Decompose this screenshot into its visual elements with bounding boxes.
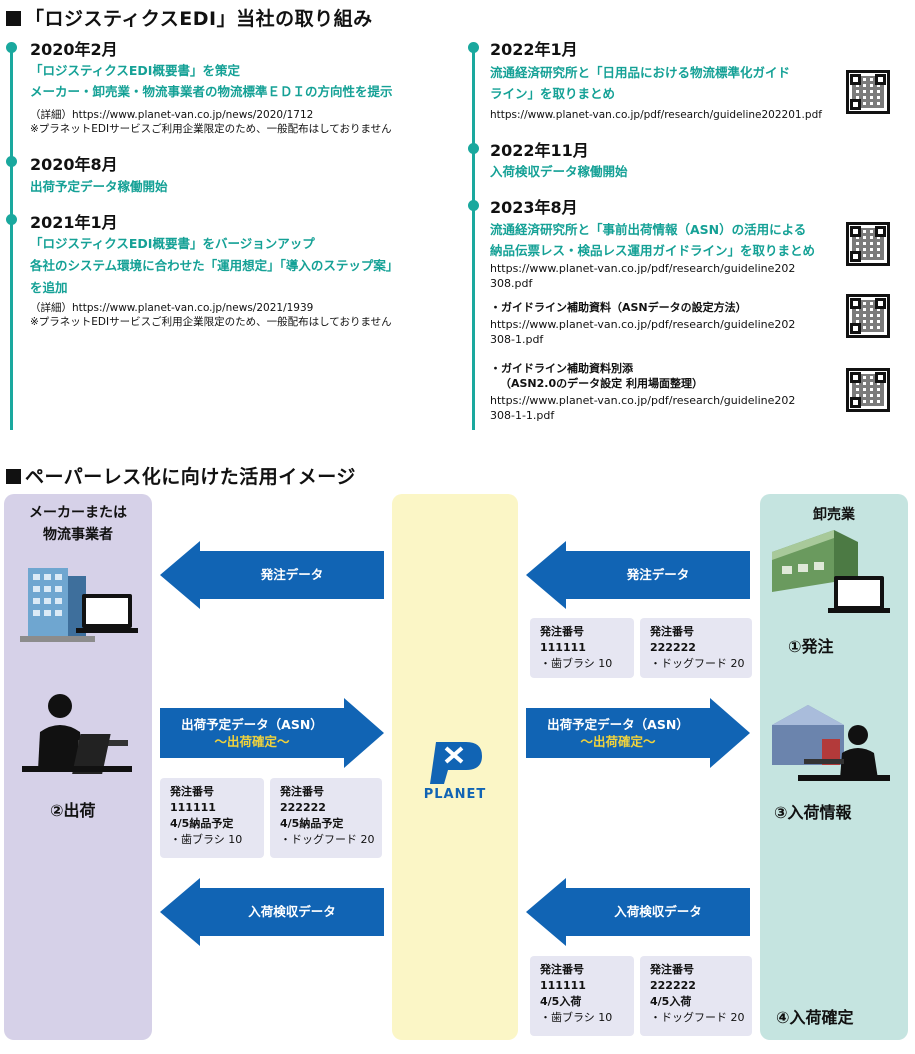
timeline-text: 納品伝票レス・検品レス運用ガイドライン」を取りまとめ [490, 243, 816, 258]
guideline-url: 308.pdf [490, 277, 533, 290]
asn-card: 発注番号 111111 4/5納品予定 ・歯ブラシ 10 [160, 778, 264, 858]
qr-code-icon [846, 368, 890, 412]
detail-url: （詳細）https://www.planet-van.co.jp/news/20… [30, 109, 314, 121]
stage-receive-confirm: ④入荷確定 [776, 1008, 854, 1027]
arrow-asn-right-label: 出荷予定データ（ASN） ～出荷確定～ [547, 717, 689, 749]
stage-ship: ②出荷 [50, 801, 96, 820]
timeline-text: 流通経済研究所と「日用品における物流標準化ガイド [490, 65, 791, 80]
timeline-text: 「ロジスティクスEDI概要書」をバージョンアップ [30, 236, 315, 251]
square-bullet-icon [6, 469, 21, 484]
timeline-text: を追加 [30, 280, 68, 295]
arrow-order-right-label: 発注データ [626, 567, 690, 582]
qr-code-icon [846, 70, 890, 114]
supplement-title: （ASN2.0のデータ設定 利用場面整理） [500, 377, 703, 390]
guideline-url: https://www.planet-van.co.jp/pdf/researc… [490, 109, 822, 121]
timeline-text: 流通経済研究所と「事前出荷情報（ASN）の活用による [490, 222, 807, 237]
timeline-dot [6, 156, 17, 167]
timeline-dot [468, 42, 479, 53]
timeline-text: 「ロジスティクスEDI概要書」を策定 [30, 63, 240, 78]
arrow-order-left-label: 発注データ [260, 567, 324, 582]
order-card: 発注番号 111111 ・歯ブラシ 10 [530, 618, 634, 678]
arrow-inspect-right-label: 入荷検収データ [614, 904, 702, 919]
arrow-order-left [160, 541, 384, 609]
timeline-date: 2020年2月 [30, 40, 118, 59]
timeline-dot [468, 143, 479, 154]
timeline-dot [468, 200, 479, 211]
arrow-asn-left-label: 出荷予定データ（ASN） ～出荷確定～ [181, 717, 323, 749]
timeline-text: 各社のシステム環境に合わせた「運用想定」「導入のステップ案」 [30, 258, 399, 273]
arrow-inspect-right [526, 878, 750, 946]
operator-person-icon [22, 694, 132, 774]
qr-code-icon [846, 222, 890, 266]
timeline-dot [6, 214, 17, 225]
detail-url: （詳細）https://www.planet-van.co.jp/news/20… [30, 302, 314, 314]
arrow-asn-left [160, 698, 384, 768]
distribution-note: ※プラネットEDIサービスご利用企業限定のため、一般配布はしておりません [30, 316, 392, 328]
timeline-date: 2020年8月 [30, 155, 118, 174]
asn-card: 発注番号 222222 4/5納品予定 ・ドッグフード 20 [270, 778, 382, 858]
timeline-dot [6, 42, 17, 53]
supplement-url: https://www.planet-van.co.jp/pdf/researc… [490, 318, 796, 331]
order-card: 発注番号 222222 ・ドッグフード 20 [640, 618, 752, 678]
timeline-date: 2021年1月 [30, 213, 118, 232]
timeline-date: 2022年1月 [490, 40, 578, 59]
inspect-card: 発注番号 111111 4/5入荷 ・歯ブラシ 10 [530, 956, 634, 1036]
timeline-text: 入荷検収データ稼働開始 [490, 164, 628, 179]
timeline-line-right [472, 46, 475, 430]
supplement-url: 308-1-1.pdf [490, 409, 555, 422]
qr-code-icon [846, 294, 890, 338]
planet-logo-text: PLANET [423, 787, 487, 802]
warehouse-icon [772, 530, 890, 613]
timeline-text: メーカー・卸売業・物流事業者の物流標準ＥＤＩの方向性を提示 [30, 84, 393, 99]
arrow-inspect-left [160, 878, 384, 946]
supplement-url: 308-1.pdf [490, 333, 544, 346]
arrow-inspect-left-label: 入荷検収データ [248, 904, 336, 919]
timeline-date: 2023年8月 [490, 198, 578, 217]
guideline-url: https://www.planet-van.co.jp/pdf/researc… [490, 262, 796, 275]
stage-receive-info: ③入荷情報 [774, 803, 852, 822]
warehouse-operator-icon [772, 705, 890, 781]
distribution-note: ※プラネットEDIサービスご利用企業限定のため、一般配布はしておりません [30, 123, 392, 135]
office-building-icon [20, 568, 138, 642]
supplement-title: ・ガイドライン補助資料（ASNデータの設定方法） [490, 301, 747, 314]
square-bullet-icon [6, 11, 21, 26]
manufacturer-label: メーカーまたは 物流事業者 [29, 505, 127, 543]
timeline-text: 出荷予定データ稼働開始 [30, 179, 168, 194]
arrow-order-right [526, 541, 750, 609]
planet-logo-icon [430, 742, 482, 784]
timeline-line-left [10, 46, 13, 430]
inspect-card: 発注番号 222222 4/5入荷 ・ドッグフード 20 [640, 956, 752, 1036]
supplement-title: ・ガイドライン補助資料別添 [490, 362, 633, 375]
section-title-paperless: ペーパーレス化に向けた活用イメージ [6, 462, 356, 489]
stage-order: ①発注 [788, 637, 834, 656]
supplement-url: https://www.planet-van.co.jp/pdf/researc… [490, 394, 796, 407]
timeline-date: 2022年11月 [490, 141, 589, 160]
timeline-text: ライン」を取りまとめ [490, 86, 616, 101]
wholesaler-label: 卸売業 [813, 507, 855, 523]
arrow-asn-right [526, 698, 750, 768]
section-title-initiatives: 「ロジスティクスEDI」当社の取り組み [6, 4, 373, 31]
